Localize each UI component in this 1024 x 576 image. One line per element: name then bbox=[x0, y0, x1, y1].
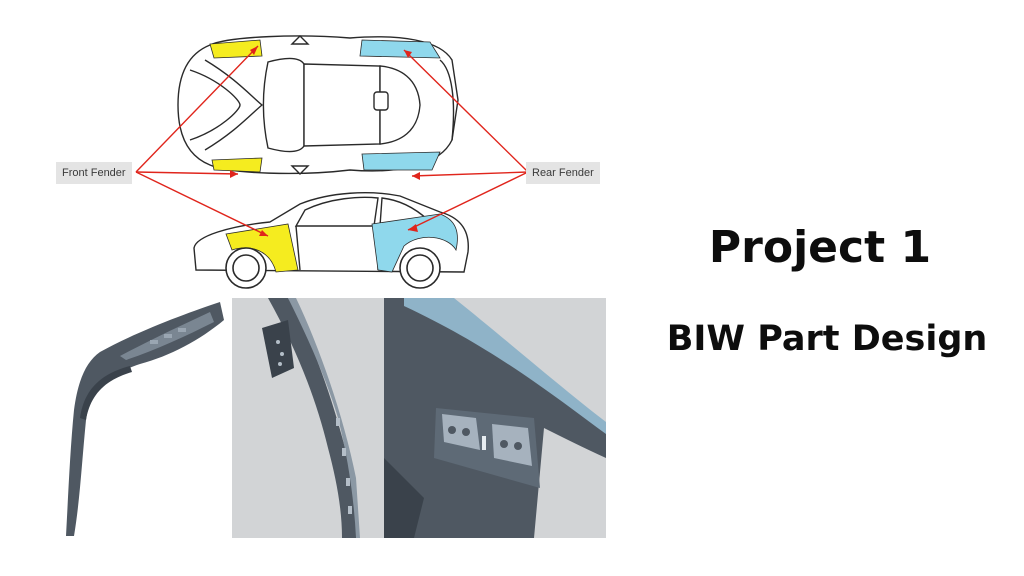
rear-fender-label: Rear Fender bbox=[526, 162, 600, 184]
car-fender-diagram bbox=[135, 35, 529, 289]
fender-cad-render-3 bbox=[384, 298, 606, 538]
fender-cad-render-2 bbox=[232, 298, 384, 538]
project-title: Project 1 bbox=[708, 222, 932, 273]
car-wheels bbox=[225, 247, 441, 289]
pointer-arrows bbox=[135, 45, 529, 237]
arrow-heads bbox=[230, 46, 420, 236]
front-fender-top-left bbox=[209, 39, 263, 59]
rear-fender-side bbox=[371, 213, 458, 273]
front-fender-top-right bbox=[211, 157, 263, 173]
fender-cad-render-1 bbox=[60, 300, 232, 538]
rear-fender-top-left bbox=[359, 39, 441, 59]
project-subtitle: BIW Part Design bbox=[666, 319, 988, 359]
car-top-view bbox=[177, 35, 459, 175]
front-fender-side bbox=[225, 223, 299, 273]
front-fender-label: Front Fender bbox=[56, 162, 132, 184]
rear-fender-top-right bbox=[361, 151, 441, 171]
